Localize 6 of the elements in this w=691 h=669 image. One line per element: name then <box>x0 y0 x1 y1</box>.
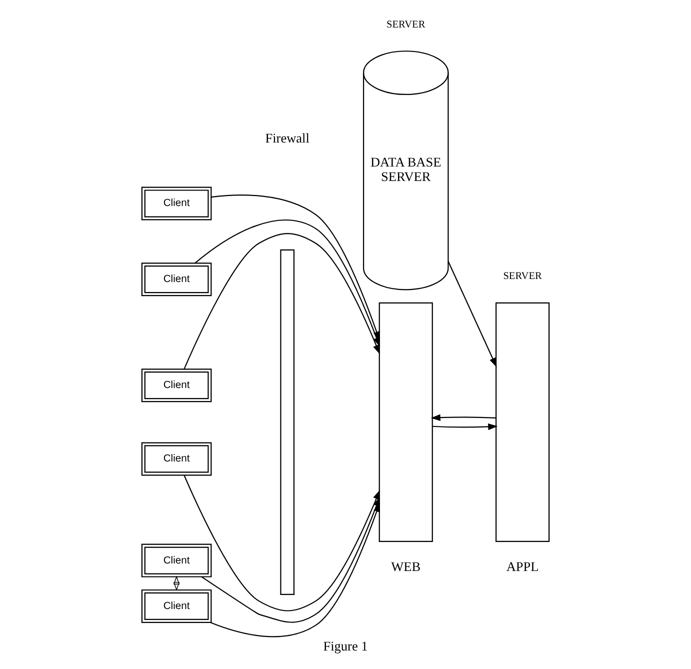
caption: Figure 1 <box>323 638 368 654</box>
label: SERVER <box>386 19 426 30</box>
label: APPL <box>506 559 539 574</box>
label: WEB <box>391 559 421 574</box>
label: SERVER <box>503 271 542 282</box>
label: Firewall <box>265 130 310 146</box>
